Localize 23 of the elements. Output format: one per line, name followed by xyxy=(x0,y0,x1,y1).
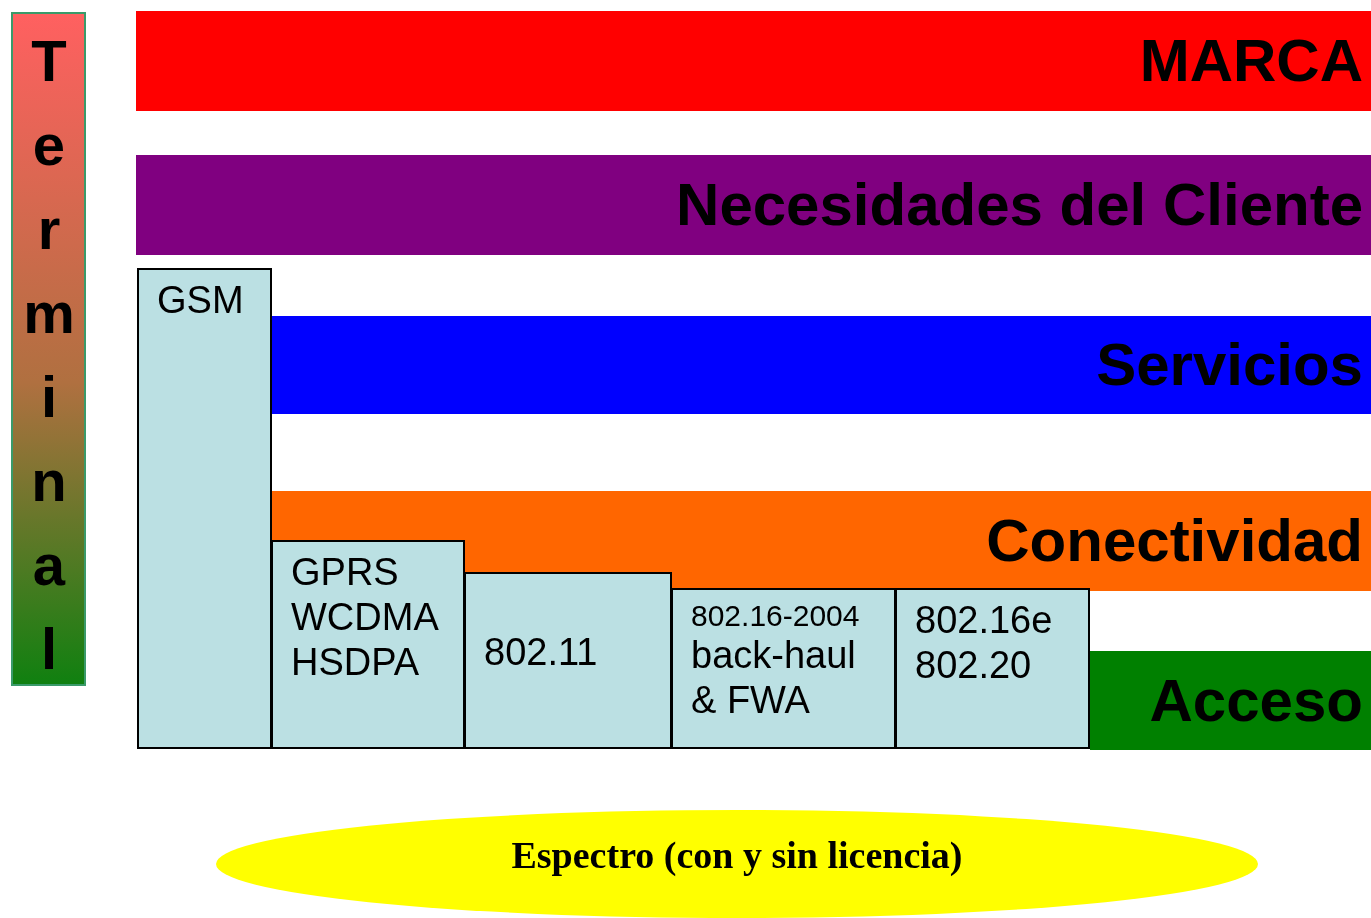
technology-label: GSM xyxy=(157,278,245,323)
technology-label: 802.11 xyxy=(484,630,599,675)
technology-box xyxy=(464,572,672,749)
band-label: MARCA xyxy=(1139,31,1363,91)
vertical-label: Terminal xyxy=(19,28,78,700)
services-band xyxy=(271,316,1371,414)
terminal-bar xyxy=(11,12,86,686)
technology-box xyxy=(895,588,1090,749)
technology-label: 802.16-2004 xyxy=(691,598,861,634)
band-label: Conectividad xyxy=(986,511,1363,571)
technology-box xyxy=(137,268,272,749)
technology-box xyxy=(271,540,465,749)
band-label: Acceso xyxy=(1149,670,1363,731)
access-band xyxy=(1090,651,1371,750)
band-label: Servicios xyxy=(1096,335,1363,395)
customer-needs-band xyxy=(136,155,1371,255)
band-label: Necesidades del Cliente xyxy=(676,175,1363,235)
technology-label: GPRS WCDMA HSDPA xyxy=(291,550,439,685)
technology-label: back-haul & FWA xyxy=(691,633,857,724)
brand-band xyxy=(136,11,1371,111)
technology-label: 802.16e 802.20 xyxy=(915,598,1054,688)
spectrum-label: Espectro (con y sin licencia) xyxy=(511,833,963,877)
technology-box xyxy=(671,588,896,749)
